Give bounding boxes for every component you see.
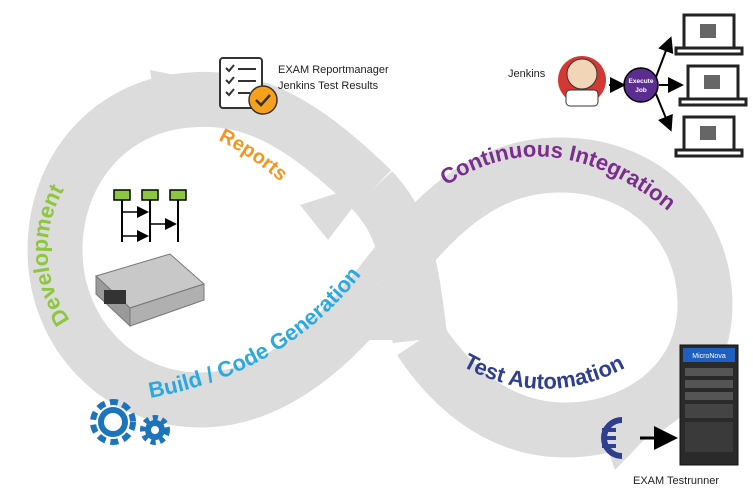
laptop-icon (674, 13, 744, 56)
jenkins-icon (558, 56, 606, 107)
rack-brand-label: MicroNova (692, 353, 726, 360)
laptop-icon (678, 64, 748, 107)
loop-cross (351, 171, 448, 344)
jenkins-label: Jenkins (508, 68, 546, 80)
exam-logo-icon (601, 417, 623, 459)
model-diagram-icon (113, 189, 187, 242)
gears-icon (90, 399, 170, 445)
testrunner-label: EXAM Testrunner (633, 475, 720, 487)
execute-job-line2: Job (635, 87, 647, 94)
report-tools-line2: Jenkins Test Results (278, 80, 379, 92)
loop-arrowheads (150, 70, 668, 470)
laptop-icon (674, 115, 744, 158)
execute-job-node: Execute Job (623, 67, 659, 103)
ecu-icon (95, 253, 205, 328)
checklist-icon (219, 57, 278, 115)
execute-job-line1: Execute (629, 78, 654, 85)
test-rack-icon: MicroNova (679, 344, 739, 466)
loop-right-arc (358, 137, 733, 458)
report-tools-line1: EXAM Reportmanager (278, 64, 389, 76)
